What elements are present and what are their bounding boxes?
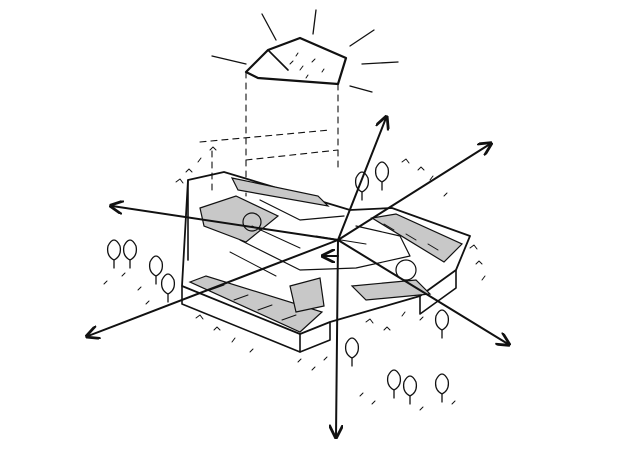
sun-ray-icon bbox=[349, 85, 373, 93]
sun-ray-icon bbox=[349, 29, 375, 47]
tree-icon bbox=[344, 337, 360, 367]
sun-ray-icon bbox=[361, 61, 399, 65]
sun-ray-icon bbox=[261, 13, 277, 41]
tree-icon bbox=[374, 161, 390, 191]
house-icon bbox=[244, 36, 348, 86]
arrow-icon bbox=[337, 239, 508, 344]
tree-icon bbox=[122, 239, 138, 269]
arrow-icon bbox=[336, 239, 338, 436]
tree-icon bbox=[386, 369, 402, 399]
trees bbox=[106, 161, 450, 405]
tree-icon bbox=[354, 171, 370, 201]
arrow-icon bbox=[337, 144, 490, 241]
building-block bbox=[181, 171, 471, 353]
tree-icon bbox=[402, 375, 418, 405]
arrow-icon bbox=[88, 239, 339, 336]
tree-icon bbox=[434, 309, 450, 339]
tree-icon bbox=[106, 239, 122, 269]
vegetation-texture bbox=[103, 146, 486, 411]
projection-lines bbox=[199, 71, 339, 197]
sun-ray-icon bbox=[312, 9, 317, 35]
tree-icon bbox=[160, 273, 176, 303]
tree-icon bbox=[148, 255, 164, 285]
tree-icon bbox=[434, 373, 450, 403]
sun-ray-icon bbox=[211, 55, 247, 65]
arrows bbox=[88, 118, 508, 436]
arrow-icon bbox=[337, 118, 386, 241]
sun-rays bbox=[211, 9, 399, 93]
arrow-icon bbox=[112, 206, 339, 241]
